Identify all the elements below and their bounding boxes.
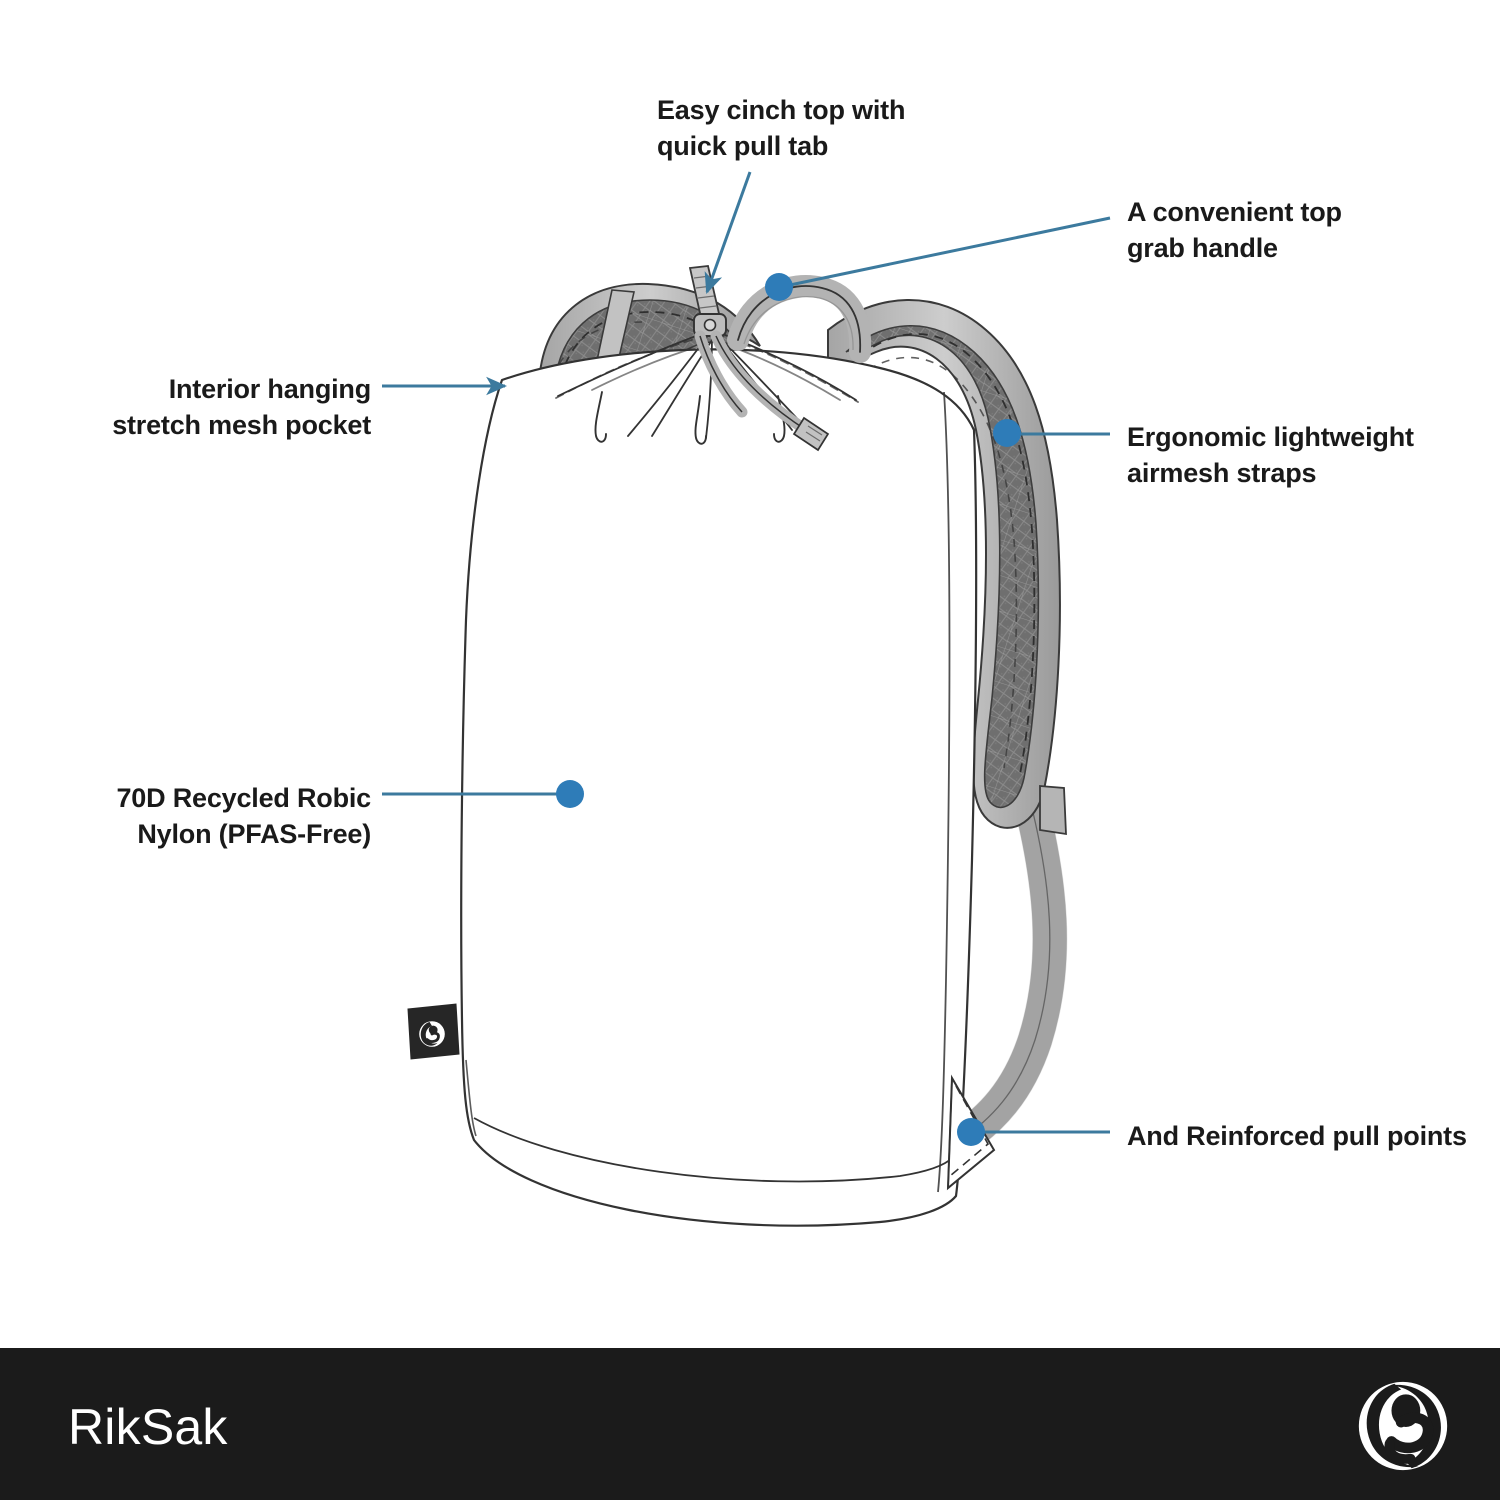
leader-line-grab-handle	[789, 216, 1111, 287]
cord-lock-pull-tab	[688, 265, 830, 452]
bag-body	[460, 348, 978, 1227]
callout-dot-nylon	[556, 780, 584, 808]
callout-label-airmesh-straps: Ergonomic lightweight airmesh straps	[1127, 422, 1414, 489]
callout-connectors	[382, 171, 1111, 1146]
callout-label-grab-handle: A convenient top grab handle	[1127, 197, 1342, 264]
callout-dot-grab-handle	[765, 273, 793, 301]
footer-bar	[0, 1348, 1500, 1500]
callout-dot-airmesh	[993, 419, 1021, 447]
callout-label-pull-points: And Reinforced pull points	[1127, 1121, 1467, 1151]
callout-label-robic-nylon: 70D Recycled Robic Nylon (PFAS-Free)	[116, 783, 371, 850]
brand-name: RikSak	[68, 1399, 228, 1455]
callout-label-mesh-pocket: Interior hanging stretch mesh pocket	[112, 374, 371, 441]
logo-tag	[407, 1003, 460, 1060]
callout-dot-pull-points	[957, 1118, 985, 1146]
callout-label-cinch-top: Easy cinch top with quick pull tab	[657, 95, 906, 162]
grab-handle	[727, 275, 872, 363]
leader-line-cinch-top	[704, 171, 752, 294]
gossamer-g-logo-icon	[1358, 1381, 1448, 1471]
